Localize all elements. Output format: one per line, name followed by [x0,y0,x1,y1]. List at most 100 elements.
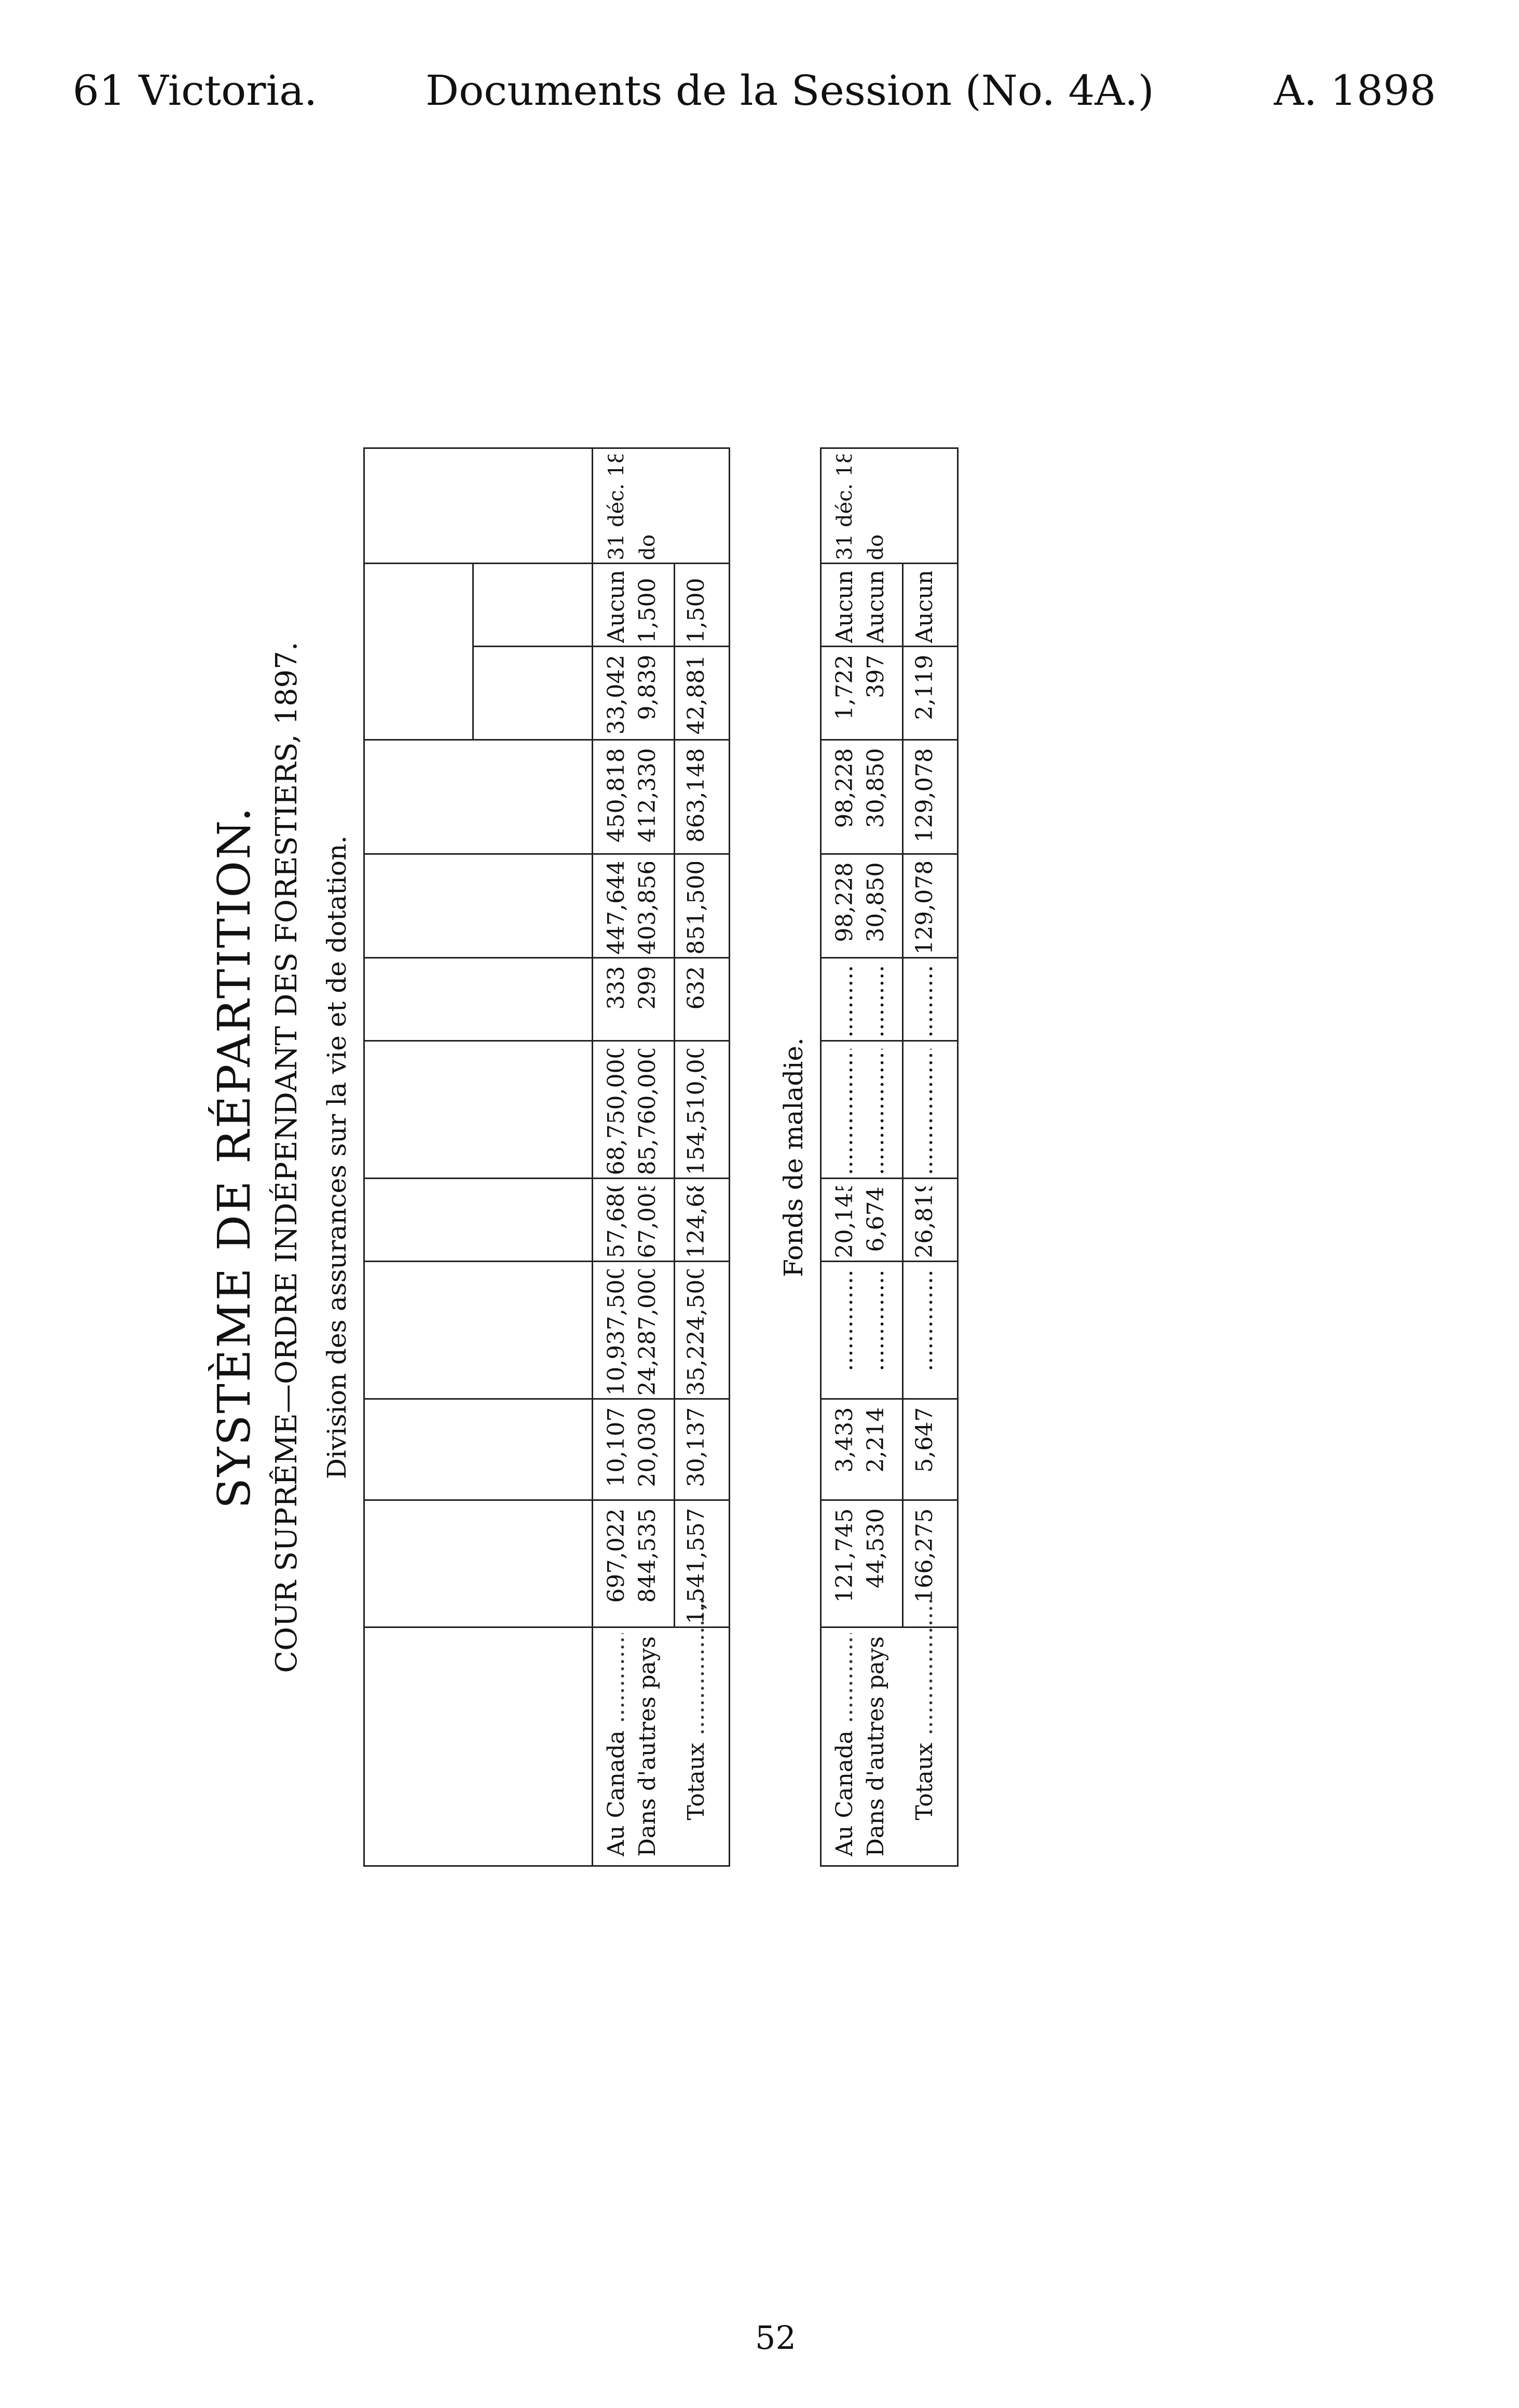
row-label: Au Canada ........................... [830,1634,859,1857]
table-cell: 2,214 [863,1407,889,1473]
column-rule [820,1499,957,1501]
table-cell: 10,107 [603,1407,630,1487]
table-cell: 67,005 [634,1186,661,1258]
table-top-rule [820,447,822,1867]
column-header-non-contested [472,648,555,741]
table-cell: 844,535 [634,1508,661,1603]
column-header-report-date [363,448,592,565]
currency-sign [555,959,592,1042]
column-header [363,1180,555,1263]
row-label: Dans d'autres pays .................. [633,1634,662,1857]
table-cell: .................... [831,1049,858,1175]
currency-sign [555,1180,592,1263]
row-label-text: Au Canada [831,1730,858,1857]
table-cell: 5,647 [911,1407,938,1473]
currency-sign [555,855,592,959]
column-header-contested [472,565,555,648]
table-cell: 1,500 [634,578,661,644]
main-title: SYSTÈME DE RÉPARTITION. [209,805,261,1509]
table-cell: 42,881 [683,654,709,735]
column-header [363,1400,555,1501]
table-cell: 632 [683,966,709,1010]
table-cell: 851,500 [683,862,709,955]
division-caption: Division des assurances sur la vie et de… [322,835,352,1480]
table-cell: .......... [911,966,938,1038]
currency-sign [555,1263,592,1400]
row-label-text: Dans d'autres pays [634,1636,661,1857]
table-cell: 166,275 [911,1508,938,1603]
table-cell: do [864,534,888,560]
table-cell: Aucune. [911,571,938,644]
currency-sign [555,565,592,648]
table-cell: Aucune. [603,571,630,644]
table-cell: 33,042 [603,654,630,735]
table-cell: 9,839 [634,654,661,720]
column-rule [820,739,957,741]
row-label-text: Totaux [683,1743,709,1821]
table-cell: 68,750,000 [603,1049,630,1175]
header-right: A. 1898 [1274,66,1436,115]
table-cell: .......... [831,966,858,1038]
column-header [363,959,555,1042]
table-cell: 447,644 [603,862,630,955]
table-cell: 35,224,500 [683,1269,709,1396]
table-cell: 299 [634,966,661,1010]
table-cell: 30,137 [683,1407,709,1487]
table-cell: .................... [911,1049,938,1175]
table-cell: 129,078 [911,862,938,955]
row-label: Au Canada ........................... [602,1634,631,1857]
table-cell: do [636,534,660,560]
table-cell: 2,119 [911,654,938,720]
header-rule [592,447,593,1867]
currency-sign [555,741,592,855]
column-header-unsettled-claims [363,565,472,741]
table-cell: 450,818 [603,748,630,843]
table-cell: 412,330 [634,748,661,843]
column-rule [820,1261,957,1263]
table-cell: 333 [603,966,630,1010]
column-header [363,1042,555,1180]
table-cell: 1,722 [831,654,858,720]
table-cell: 697,022 [603,1508,630,1603]
table-right-rule [820,447,957,449]
life-table: Au Canada ........................... 697… [363,447,730,1867]
table-cell: 129,078 [911,748,938,843]
column-rule [820,853,957,855]
table-cell: 26,819 [911,1186,938,1258]
table-cell: Aucune. [863,571,889,644]
table-cell: Aucune. [831,571,858,644]
table-cell: 31 déc. 1897. [605,455,628,560]
table-cell: 397 [863,654,889,699]
totals-label: Totaux .............................. [910,1597,939,1821]
table-cell: 20,030 [634,1407,661,1487]
table-cell: 403,856 [634,862,661,955]
header-center: Documents de la Session (No. 4A.) [426,66,1154,115]
currency-sign [555,1501,592,1629]
table-cell: 98,228 [831,748,858,828]
totals-rule [902,564,904,1629]
table-cell: 3,433 [831,1407,858,1473]
table-cell: 1,500 [683,578,709,644]
column-rule [820,1040,957,1042]
table-bottom-rule [729,447,730,1867]
rotated-table-page: SYSTÈME DE RÉPARTITION. COUR SUPRÊME—ORD… [187,67,1318,2247]
table-left-rule [363,1865,729,1867]
sick-fund-caption: Fonds de maladie. [778,1037,809,1277]
table-cell: .............. [831,1269,858,1372]
leader-dots: .................. [863,1634,889,1637]
table-cell: 121,745 [831,1508,858,1603]
row-label-text: Dans d'autres pays [863,1636,889,1857]
table-bottom-rule [957,447,959,1867]
totals-label: Totaux .............................. [682,1597,711,1821]
currency-sign [555,1042,592,1180]
leader-dots: ........................... [603,1634,630,1731]
table-cell: 6,674 [863,1186,889,1252]
column-header [363,1263,555,1400]
currency-sign [555,648,592,741]
row-label-text: Au Canada [603,1730,630,1857]
subtitle: COUR SUPRÊME—ORDRE INDÉPENDANT DES FORES… [270,641,304,1673]
table-left-rule [820,1865,957,1867]
row-label: Dans d'autres pays .................. [861,1634,891,1857]
table-cell: 1,541,557 [683,1508,709,1624]
table-cell: .......... [863,966,889,1038]
